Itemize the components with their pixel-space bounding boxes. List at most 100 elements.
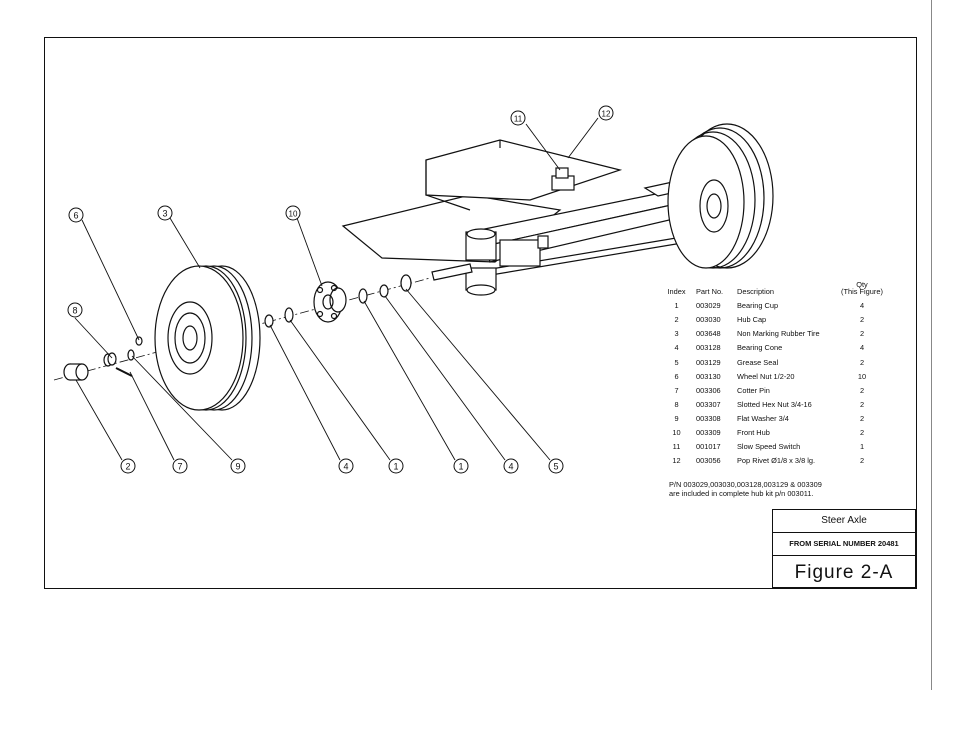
cell-part-no: 003130 [696,371,721,381]
header-part-no: Part No. [696,287,724,297]
table-row: 8 003307 Slotted Hex Nut 3/4-16 2 [657,397,888,411]
cell-part-no: 003309 [696,428,721,437]
balloon-3: 3 [162,209,167,219]
header-index: Index [667,287,686,297]
cell-part-no: 003306 [696,385,721,395]
note-line-2: are included in complete hub kit p/n 003… [669,489,814,498]
title-block: Steer Axle FROM SERIAL NUMBER 20481 Figu… [772,509,916,588]
cell-description: Slotted Hex Nut 3/4-16 [737,399,812,409]
cell-qty: 2 [859,385,865,395]
hub-kit-note: P/N 003029,003030,003128,003129 & 003309… [669,480,822,498]
cell-qty: 2 [859,413,865,423]
cell-description: Non Marking Rubber Tire [737,329,820,339]
cell-qty: 10 [857,371,867,381]
near-tire [154,265,261,411]
balloon-6: 6 [73,211,78,221]
cell-qty: 2 [859,428,865,437]
leader-lines [74,117,599,461]
balloon-1b: 1 [458,462,463,472]
parts-header-row: Index Part No. Description Qty (This Fig… [657,281,888,299]
header-qty: Qty (This Figure) [836,281,888,299]
cell-index: 6 [674,371,679,381]
bearing-cone-inner [379,284,389,298]
cell-description: Bearing Cup [737,301,779,311]
cell-description: Cotter Pin [737,385,770,395]
header-qty-line1: Qty [856,280,868,289]
slotted-hex-nut [103,352,117,367]
cell-qty: 4 [859,301,865,311]
table-row: 10 003309 Front Hub 2 [657,426,888,440]
drawing-title: Steer Axle [773,510,915,533]
bearing-cone-outer [264,314,274,328]
cell-qty: 2 [859,399,865,409]
parts-table: Index Part No. Description Qty (This Fig… [657,281,888,468]
cell-description: Wheel Nut 1/2-20 [737,371,795,381]
cell-index: 11 [672,442,681,452]
flat-washer [127,349,135,361]
cell-index: 4 [674,343,679,353]
cell-part-no: 003129 [696,357,721,367]
balloon-5: 5 [553,462,558,472]
cell-part-no: 003029 [696,301,721,311]
grease-seal [400,274,412,292]
cell-index: 2 [674,315,679,325]
balloon-11: 11 [514,115,523,124]
cell-index: 8 [674,399,679,409]
cell-qty: 2 [859,456,865,466]
table-row: 11 001017 Slow Speed Switch 1 [657,440,888,454]
bearing-cup-outer [284,307,294,323]
cell-part-no: 001017 [696,442,721,452]
balloon-1a: 1 [393,462,398,472]
cell-index: 9 [674,413,679,423]
balloon-group [67,105,614,474]
note-line-1: P/N 003029,003030,003128,003129 & 003309 [669,480,822,489]
cell-qty: 4 [859,343,865,353]
balloon-12: 12 [602,110,611,119]
balloon-2: 2 [125,462,130,472]
cell-part-no: 003307 [696,399,721,409]
header-description: Description [737,287,774,297]
cell-description: Front Hub [737,428,770,437]
cell-description: Flat Washer 3/4 [737,413,789,423]
cell-description: Pop Rivet Ø1/8 x 3/8 lg. [737,456,816,466]
cell-index: 10 [672,428,681,437]
front-hub [313,281,347,323]
cell-qty: 2 [859,357,865,367]
balloon-4b: 4 [508,462,513,472]
cell-description: Grease Seal [737,357,779,367]
drawing-border [44,37,917,589]
cell-part-no: 003308 [696,413,721,423]
bearing-cup-inner [358,288,368,304]
balloon-4a: 4 [343,462,348,472]
cell-qty: 2 [859,329,865,339]
table-row: 4 003128 Bearing Cone 4 [657,341,888,355]
cell-index: 7 [674,385,679,395]
cell-qty: 1 [859,442,865,452]
balloon-8: 8 [72,306,77,316]
parts-list: Index Part No. Description Qty (This Fig… [657,281,888,468]
scan-edge-line [931,0,932,690]
cell-description: Slow Speed Switch [737,442,801,452]
balloon-10: 10 [289,210,298,219]
cotter-pin [115,367,133,377]
table-row: 7 003306 Cotter Pin 2 [657,383,888,397]
balloon-7: 7 [177,462,182,472]
cell-part-no: 003128 [696,343,721,353]
cell-part-no: 003648 [696,329,721,339]
figure-number: Figure 2-A [794,562,894,583]
table-row: 9 003308 Flat Washer 3/4 2 [657,412,888,426]
axle-frame [341,139,715,296]
table-row: 6 003130 Wheel Nut 1/2-20 10 [657,369,888,383]
balloon-9: 9 [235,462,240,472]
cell-description: Bearing Cone [737,343,783,353]
cell-qty: 2 [859,315,865,325]
hub-cap [63,363,89,381]
cell-part-no: 003030 [696,315,721,325]
far-tire [667,123,774,269]
